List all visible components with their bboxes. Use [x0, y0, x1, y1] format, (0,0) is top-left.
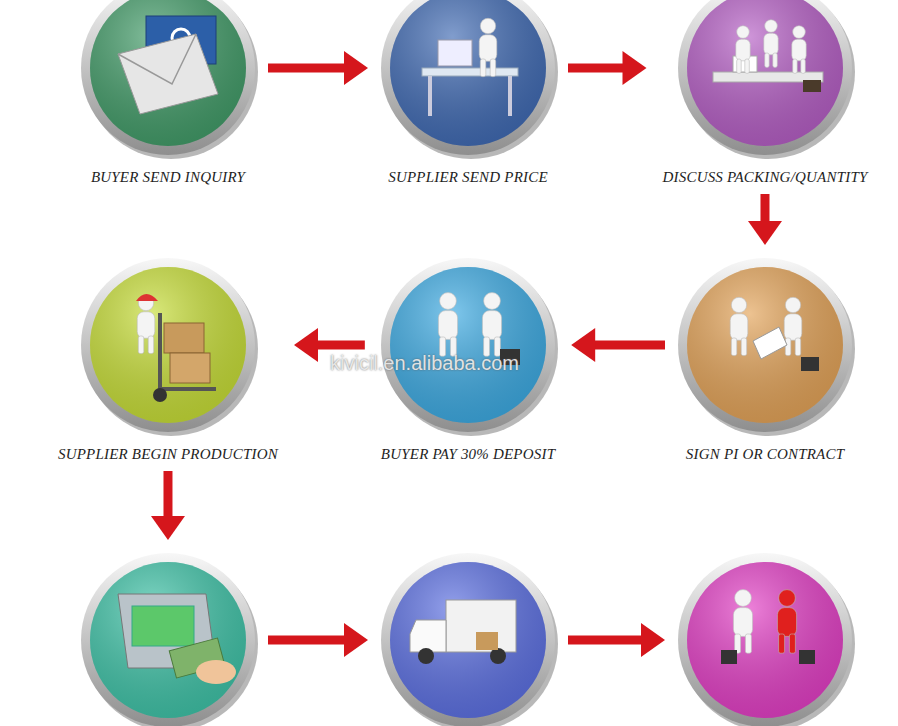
step-icon	[76, 253, 260, 437]
label-row: BUYER SEND INQUIRY	[76, 168, 260, 186]
label-row: SIGN PI OR CONTRACT	[673, 445, 857, 463]
step-node	[673, 548, 857, 726]
step-node: BUYER SEND INQUIRY	[76, 0, 260, 186]
flow-arrow	[568, 51, 647, 85]
step-label: BUYER PAY 30% DEPOSIT	[381, 446, 555, 463]
flow-arrow	[748, 194, 782, 245]
step-label: SUPPLIER BEGIN PRODUCTION	[58, 446, 278, 463]
flow-arrow	[151, 471, 185, 540]
label-row: BUYER PAY 30% DEPOSIT	[373, 445, 563, 463]
step-node	[376, 548, 560, 726]
step-node: SUPPLIER BEGIN PRODUCTION	[50, 253, 286, 463]
label-row: SUPPLIER BEGIN PRODUCTION	[50, 445, 286, 463]
step-node: SUPPLIER SEND PRICE	[376, 0, 560, 186]
flow-arrow	[571, 328, 665, 362]
label-row: DISCUSS PACKING/QUANTITY	[655, 168, 876, 186]
step-label: SIGN PI OR CONTRACT	[686, 446, 844, 463]
flow-arrow	[568, 623, 665, 657]
flow-arrow	[268, 623, 368, 657]
step-label: DISCUSS PACKING/QUANTITY	[663, 169, 868, 186]
step-icon	[376, 253, 560, 437]
step-icon	[673, 548, 857, 726]
step-icon	[76, 0, 260, 160]
step-icon	[76, 548, 260, 726]
step-node	[76, 548, 260, 726]
step-node: SIGN PI OR CONTRACT	[673, 253, 857, 463]
step-label: BUYER SEND INQUIRY	[91, 169, 245, 186]
step-label: SUPPLIER SEND PRICE	[388, 169, 548, 186]
step-node: DISCUSS PACKING/QUANTITY	[655, 0, 876, 186]
step-icon	[673, 0, 857, 160]
label-row: SUPPLIER SEND PRICE	[376, 168, 560, 186]
watermark: kivicil.en.alibaba.com	[330, 352, 519, 375]
step-icon	[376, 548, 560, 726]
step-icon	[673, 253, 857, 437]
step-icon	[376, 0, 560, 160]
flow-arrow	[268, 51, 368, 85]
